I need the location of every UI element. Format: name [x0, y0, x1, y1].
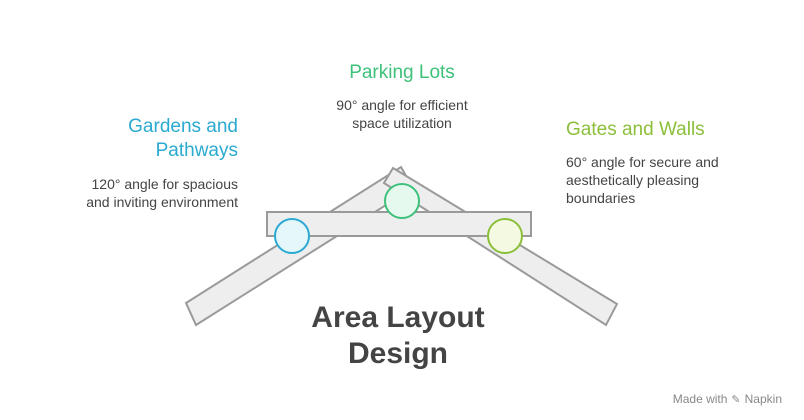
parking-title: Parking Lots	[349, 62, 455, 83]
diagram-title: Area Layout Design	[311, 301, 485, 370]
gates-node	[487, 218, 523, 254]
gates-title: Gates and Walls	[566, 119, 705, 140]
gardens-description: 120° angle for spacious and inviting env…	[86, 176, 238, 210]
footer-made-with: Made with	[672, 392, 728, 406]
footer-brand: Napkin	[744, 392, 782, 406]
napkin-logo-icon: ✎	[731, 393, 741, 406]
parking-node	[384, 183, 420, 219]
gates-description: 60° angle for secure and aesthetically p…	[566, 154, 719, 206]
gardens-node	[274, 218, 310, 254]
gardens-title: Gardens and Pathways	[128, 116, 238, 161]
footer-attribution: Made with ✎ Napkin	[673, 392, 782, 406]
parking-description: 90° angle for efficient space utilizatio…	[336, 97, 468, 131]
